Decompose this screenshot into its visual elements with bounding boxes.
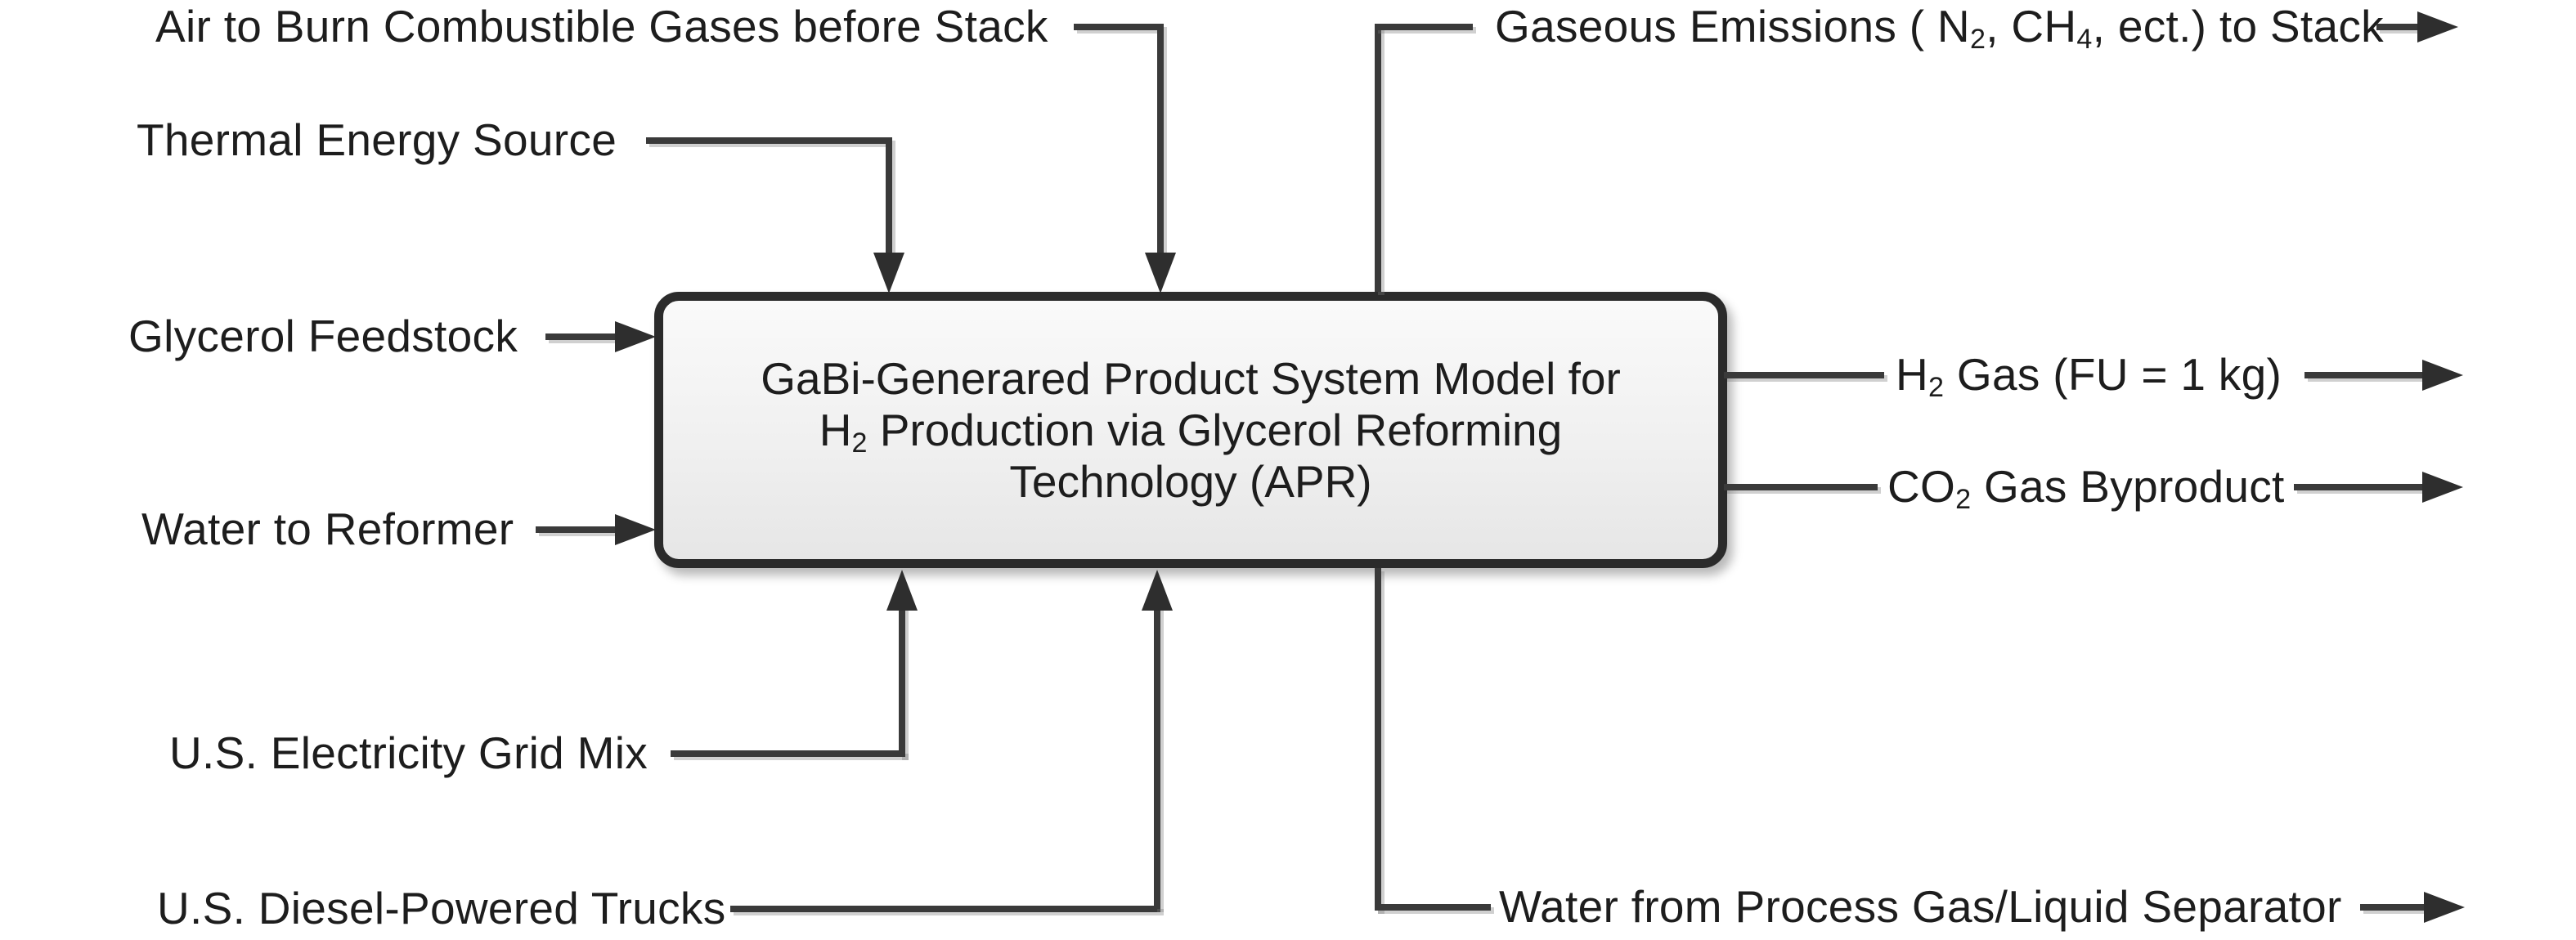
output-co2-label: CO2 Gas Byproduct bbox=[1887, 460, 2285, 513]
process-box-title-line3: Technology (APR) bbox=[1009, 455, 1372, 507]
h2-label-subscript: 2 bbox=[1928, 371, 1945, 403]
arrow-up-icon bbox=[1142, 570, 1173, 611]
gaseous-label-post: , ect.) to Stack bbox=[2092, 0, 2384, 51]
input-thermal-label: Thermal Energy Source bbox=[137, 114, 617, 165]
connector-line bbox=[886, 137, 892, 254]
process-box: GaBi-Generared Product System Model for … bbox=[654, 292, 1727, 568]
process-box-title-line2: H2 Production via Glycerol Reforming bbox=[819, 404, 1563, 459]
connector-line bbox=[2376, 24, 2421, 30]
input-diesel-label: U.S. Diesel-Powered Trucks bbox=[157, 882, 726, 933]
connector-line bbox=[1724, 372, 1884, 378]
connector-line bbox=[1074, 24, 1160, 30]
arrow-right-icon bbox=[2422, 472, 2463, 503]
connector-line bbox=[2360, 904, 2426, 911]
gaseous-label-pre: Gaseous Emissions ( N bbox=[1495, 0, 1970, 51]
gaseous-label-sub-ch4: 4 bbox=[2076, 23, 2093, 55]
output-water-separator-label: Water from Process Gas/Liquid Separator bbox=[1499, 880, 2342, 932]
gaseous-label-mid: , CH bbox=[1986, 0, 2077, 51]
arrow-right-icon bbox=[2424, 892, 2465, 923]
title-line2-pre: H bbox=[819, 404, 852, 455]
arrow-down-icon bbox=[873, 253, 904, 293]
connector-line bbox=[899, 605, 905, 757]
title-line2-subscript: 2 bbox=[851, 427, 868, 459]
input-grid-label: U.S. Electricity Grid Mix bbox=[169, 727, 648, 778]
co2-label-subscript: 2 bbox=[1955, 483, 1972, 515]
connector-line bbox=[1375, 24, 1473, 30]
co2-label-pre: CO bbox=[1887, 460, 1956, 512]
connector-line bbox=[1375, 568, 1381, 911]
connector-line bbox=[1157, 24, 1164, 254]
h2-label-pre: H bbox=[1896, 348, 1929, 400]
connector-line bbox=[1375, 24, 1381, 292]
arrow-down-icon bbox=[1145, 253, 1176, 293]
connector-line bbox=[646, 137, 889, 144]
process-box-title-line1: GaBi-Generared Product System Model for bbox=[761, 352, 1621, 404]
co2-label-post: Gas Byproduct bbox=[1971, 460, 2285, 512]
output-gaseous-label: Gaseous Emissions ( N2, CH4, ect.) to St… bbox=[1495, 0, 2384, 53]
connector-line bbox=[730, 906, 1160, 912]
arrow-right-icon bbox=[2417, 11, 2458, 43]
arrow-right-icon bbox=[2422, 360, 2463, 391]
connector-line bbox=[1154, 605, 1160, 909]
connector-line bbox=[545, 333, 623, 340]
h2-label-post: Gas (FU = 1 kg) bbox=[1944, 348, 2282, 400]
connector-line bbox=[536, 526, 623, 533]
input-air-label: Air to Burn Combustible Gases before Sta… bbox=[155, 0, 1048, 51]
input-glycerol-label: Glycerol Feedstock bbox=[128, 310, 518, 361]
title-line2-post: Production via Glycerol Reforming bbox=[867, 404, 1563, 455]
input-water-reformer-label: Water to Reformer bbox=[141, 503, 514, 554]
connector-line bbox=[2294, 484, 2424, 490]
arrow-right-icon bbox=[615, 514, 656, 545]
gaseous-label-sub-n2: 2 bbox=[1969, 23, 1986, 55]
connector-line bbox=[1375, 904, 1491, 911]
arrow-up-icon bbox=[886, 570, 918, 611]
connector-line bbox=[2304, 372, 2424, 378]
arrow-right-icon bbox=[615, 321, 656, 352]
connector-line bbox=[671, 750, 905, 757]
output-h2-label: H2 Gas (FU = 1 kg) bbox=[1896, 348, 2282, 401]
connector-line bbox=[1724, 484, 1878, 490]
